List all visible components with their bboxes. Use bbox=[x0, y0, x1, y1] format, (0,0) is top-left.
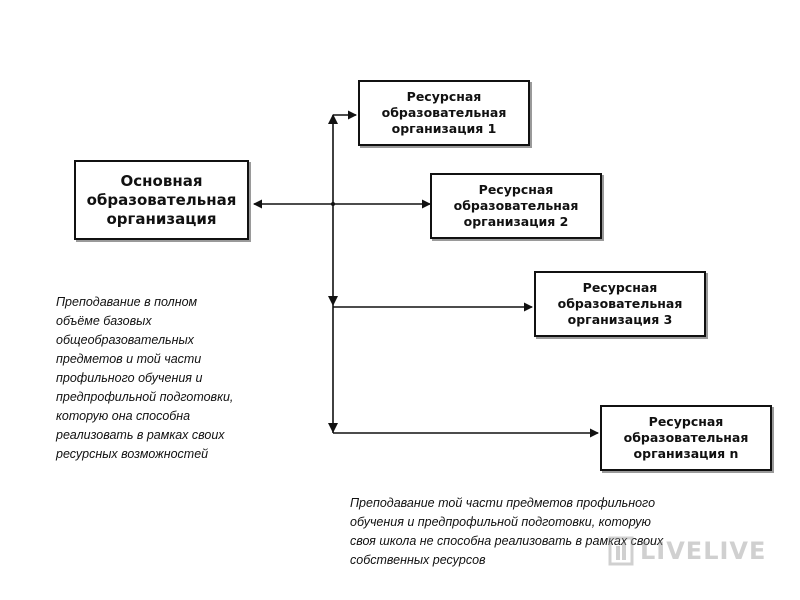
junction-dot bbox=[331, 202, 335, 206]
resource-organization-1-box: Ресурсная образовательная организация 1 bbox=[358, 80, 530, 146]
main-organization-caption: Преподавание в полном объёме базовых общ… bbox=[56, 295, 234, 461]
resource-organization-2-box: Ресурсная образовательная организация 2 bbox=[430, 173, 602, 239]
main-organization-box: Основная образовательная организация bbox=[74, 160, 249, 240]
watermark-text: LIVELIVE bbox=[640, 537, 767, 565]
logo-mark-icon bbox=[608, 536, 634, 566]
bus-bottom-arrow bbox=[328, 423, 338, 433]
bus-mid-arrow bbox=[328, 296, 338, 306]
resource-organizations-caption: Преподавание той части предметов профиль… bbox=[350, 496, 664, 567]
watermark: LIVELIVE bbox=[608, 536, 766, 566]
bus-top-arrow bbox=[328, 114, 338, 124]
resource-organization-3-box: Ресурсная образовательная организация 3 bbox=[534, 271, 706, 337]
resource-organization-n-box: Ресурсная образовательная организация n bbox=[600, 405, 772, 471]
